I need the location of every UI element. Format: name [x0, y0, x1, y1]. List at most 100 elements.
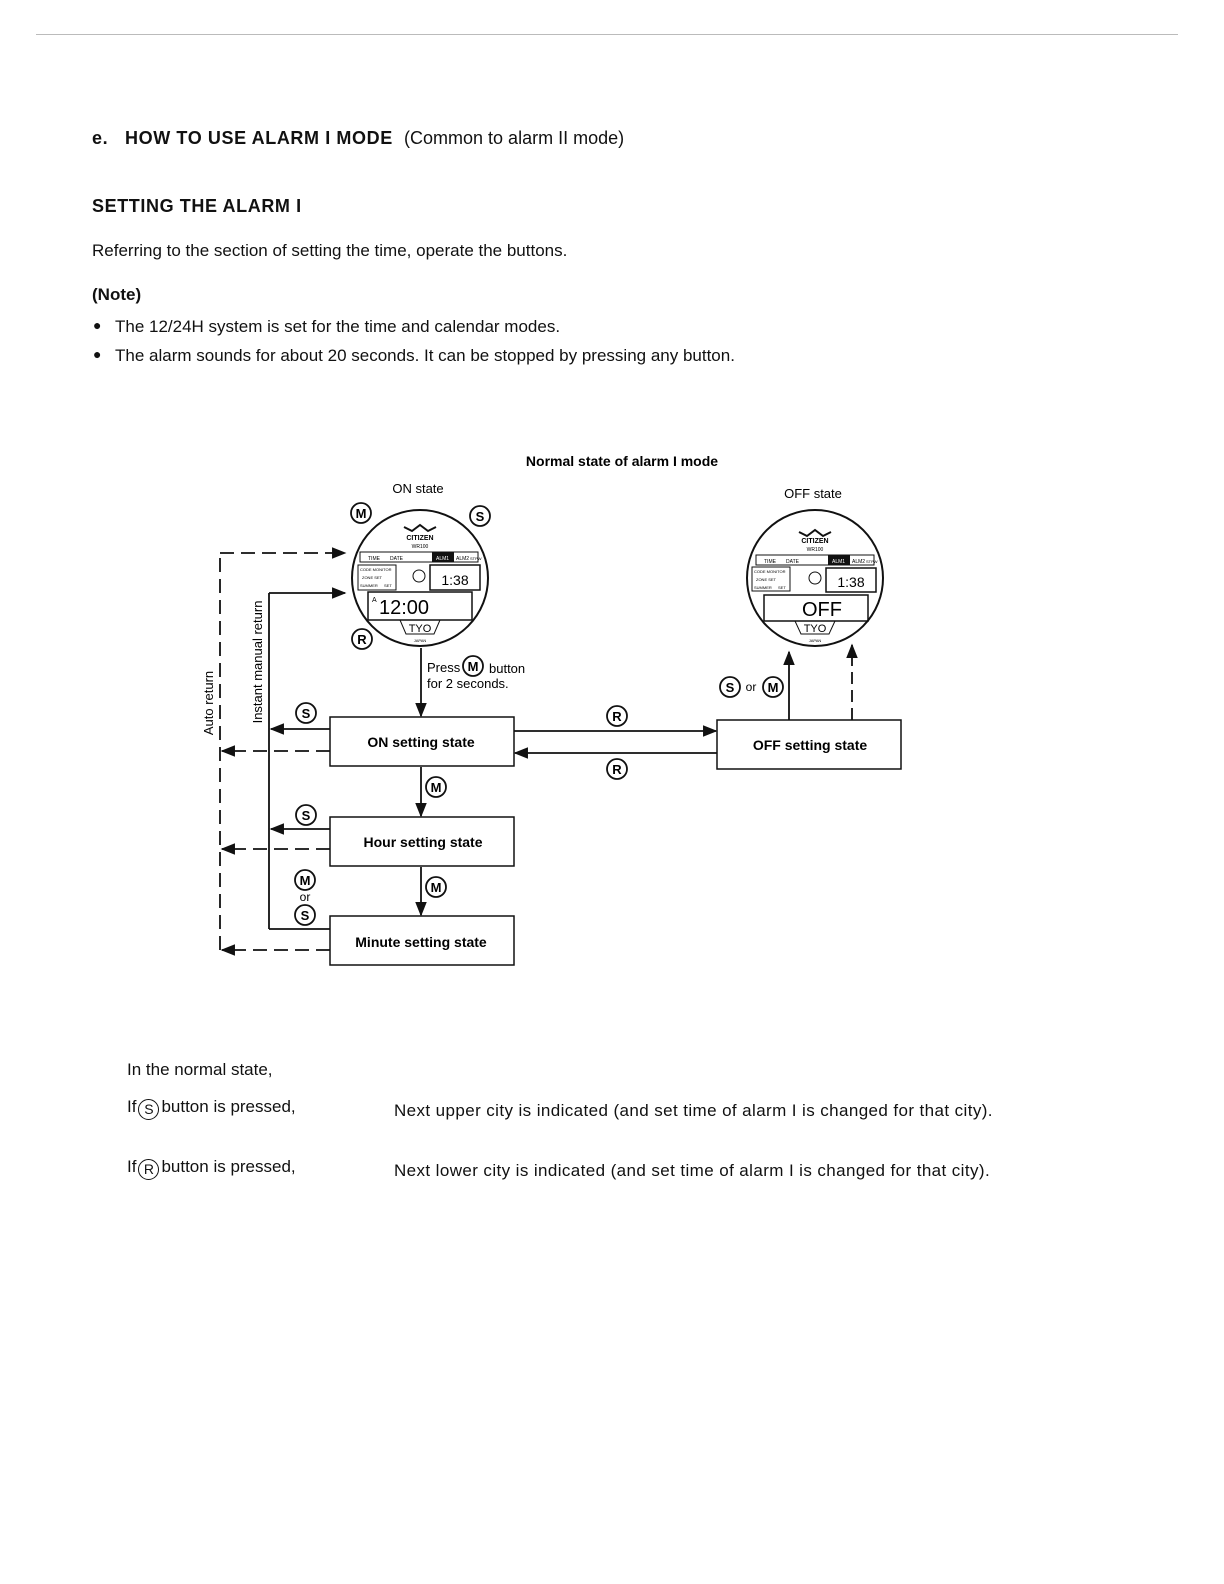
watch-model: WR100	[412, 544, 429, 550]
svg-text:S: S	[301, 908, 310, 923]
svg-text:S: S	[302, 706, 311, 721]
button-r-on-watch: R	[351, 628, 373, 650]
sub-label: SET	[384, 583, 392, 588]
auto-return-label: Auto return	[201, 671, 216, 735]
press-button-label: button	[489, 661, 525, 676]
watch-small-display: 1:38	[837, 574, 864, 590]
button-r-to-off: R	[606, 705, 628, 727]
mode-tab: STPW	[866, 559, 878, 564]
button-m-to-minute: M	[425, 876, 447, 898]
button-s-on-watch: S	[469, 505, 491, 527]
svg-text:M: M	[356, 506, 367, 521]
intro-text: Referring to the section of setting the …	[92, 241, 568, 260]
off-setting-box	[716, 719, 902, 770]
or-label: or	[300, 890, 311, 904]
off-state-label: OFF state	[784, 486, 842, 501]
on-setting-label: ON setting state	[367, 734, 475, 750]
svg-text:A: A	[372, 597, 377, 604]
condition-prefix: If	[127, 1157, 137, 1176]
watch-brand: CITIZEN	[406, 535, 433, 542]
condition-suffix: button is pressed,	[161, 1097, 296, 1116]
watch-model: WR100	[807, 547, 824, 553]
on-setting-box	[329, 716, 515, 767]
watch-country: JAPAN	[414, 638, 427, 643]
watch-off-state: CITIZEN WR100 TIME DATE ALM1 ALM2 STPW C…	[746, 509, 884, 647]
watch-country: JAPAN	[809, 638, 822, 643]
svg-text:M: M	[300, 873, 311, 888]
sub-label: ZONE SET	[362, 575, 383, 580]
s-button-symbol: S	[138, 1099, 160, 1120]
top-rule	[36, 34, 1178, 35]
sub-label: SUMMER	[360, 583, 378, 588]
off-setting-label: OFF setting state	[753, 737, 868, 753]
on-state-label: ON state	[392, 481, 443, 496]
section-heading: e. HOW TO USE ALARM I MODE (Common to al…	[92, 128, 624, 149]
hour-setting-label: Hour setting state	[363, 834, 482, 850]
mode-tab: ALM1	[436, 556, 449, 562]
heading-marker: e.	[92, 128, 109, 148]
or-label: or	[746, 680, 757, 694]
normal-state-intro: In the normal state,	[127, 1060, 273, 1079]
note-item: The 12/24H system is set for the time an…	[93, 317, 560, 337]
watch-on-state: CITIZEN WR100 TIME DATE ALM1 ALM2 STPW C…	[351, 509, 489, 647]
watch-brand: CITIZEN	[801, 538, 828, 545]
sub-label: ZONE SET	[756, 577, 777, 582]
sub-label: SET	[778, 585, 786, 590]
sub-label: SUMMER	[754, 585, 772, 590]
svg-text:R: R	[357, 632, 367, 647]
mode-tab: TIME	[764, 559, 777, 565]
diagram-caption: Normal state of alarm I mode	[526, 453, 718, 469]
svg-text:M: M	[431, 880, 442, 895]
watch-city: TYO	[409, 623, 432, 635]
button-s-off-return: S	[719, 676, 741, 698]
r-button-symbol: R	[138, 1159, 160, 1180]
mode-tab: ALM2	[456, 556, 469, 562]
svg-text:S: S	[726, 680, 735, 695]
svg-text:R: R	[612, 709, 622, 724]
mode-tab: DATE	[390, 556, 404, 562]
result-r: Next lower city is indicated (and set ti…	[394, 1161, 991, 1180]
minute-setting-label: Minute setting state	[355, 934, 487, 950]
watch-city: TYO	[804, 623, 827, 635]
press-label: Press	[427, 660, 461, 675]
svg-text:S: S	[476, 509, 485, 524]
result-s: Next upper city is indicated (and set ti…	[394, 1101, 993, 1120]
heading-title: HOW TO USE ALARM I MODE	[125, 128, 393, 148]
svg-text:S: S	[302, 808, 311, 823]
mode-tab: ALM2	[852, 559, 865, 565]
watch-small-display: 1:38	[441, 572, 468, 588]
button-s-instant-on: S	[295, 702, 317, 724]
instant-return-label: Instant manual return	[250, 601, 265, 724]
watch-alarm-display: 12:00	[379, 597, 429, 619]
button-s-instant-minute: S	[294, 904, 316, 926]
svg-text:M: M	[768, 680, 779, 695]
mode-tab: DATE	[786, 559, 800, 565]
note-label: (Note)	[92, 285, 142, 304]
mode-tab: STPW	[470, 556, 482, 561]
state-diagram: Normal state of alarm I mode ON state OF…	[201, 453, 902, 966]
heading-subtitle: (Common to alarm II mode)	[404, 128, 625, 148]
mode-tab: TIME	[368, 556, 381, 562]
button-m-off-return: M	[762, 676, 784, 698]
note-item: The alarm sounds for about 20 seconds. I…	[93, 346, 735, 366]
svg-text:M: M	[468, 659, 479, 674]
watch-off-display: OFF	[802, 599, 842, 621]
svg-text:M: M	[431, 780, 442, 795]
mode-tab: ALM1	[832, 559, 845, 565]
svg-text:R: R	[612, 762, 622, 777]
button-m-on-watch: M	[350, 502, 372, 524]
button-m-instant-minute: M	[294, 869, 316, 891]
button-m-to-hour: M	[425, 776, 447, 798]
button-r-to-on: R	[606, 758, 628, 780]
minute-setting-box	[329, 915, 515, 966]
sub-label: CODE MONITOR	[754, 569, 786, 574]
subsection-title: SETTING THE ALARM I	[92, 196, 302, 216]
sub-label: CODE MONITOR	[360, 567, 392, 572]
condition-suffix: button is pressed,	[161, 1157, 296, 1176]
button-m-press: M	[462, 655, 484, 677]
condition-prefix: If	[127, 1097, 137, 1116]
button-s-instant-hour: S	[295, 804, 317, 826]
press-duration-label: for 2 seconds.	[427, 676, 509, 691]
